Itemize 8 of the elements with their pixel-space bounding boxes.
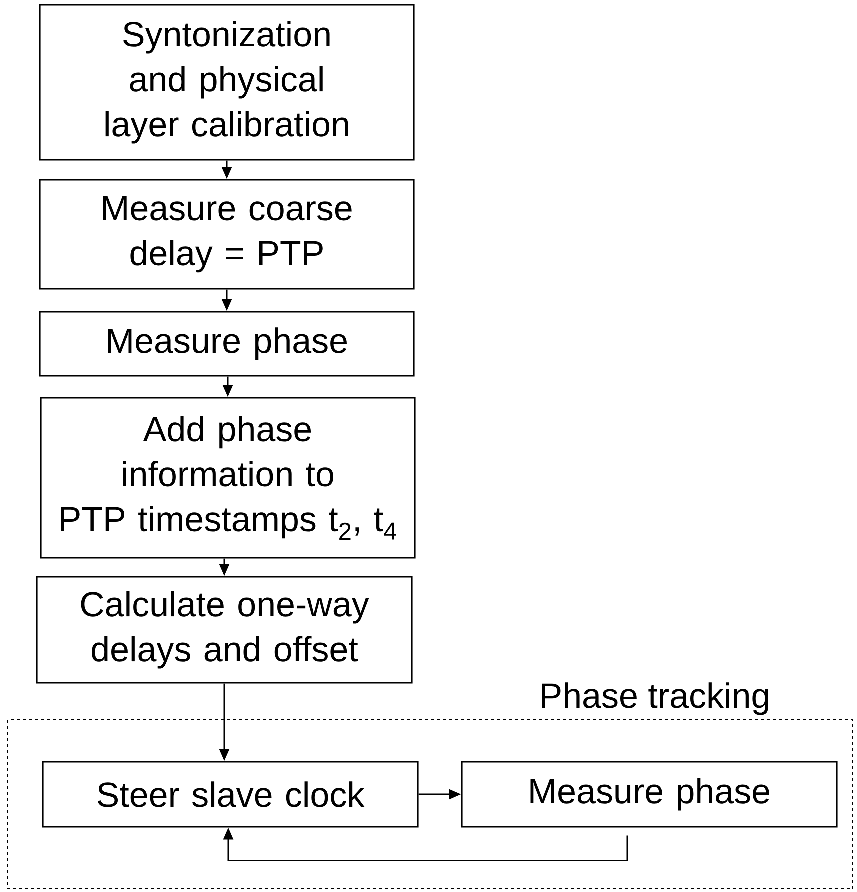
process-box: Steer slave clock <box>42 761 419 828</box>
process-box: Calculate one-way delays and offset <box>36 576 413 684</box>
process-box: Syntonization and physical layer calibration <box>39 4 415 161</box>
process-box: Measure phase <box>461 761 838 828</box>
node-label: Phase tracking <box>542 682 768 716</box>
process-box: Add phase information to PTP timestamps t$_{2}$, t$_{4}$ <box>40 397 416 559</box>
process-box: Measure coarse delay = PTP <box>39 179 415 290</box>
process-box: Measure phase <box>39 311 415 377</box>
